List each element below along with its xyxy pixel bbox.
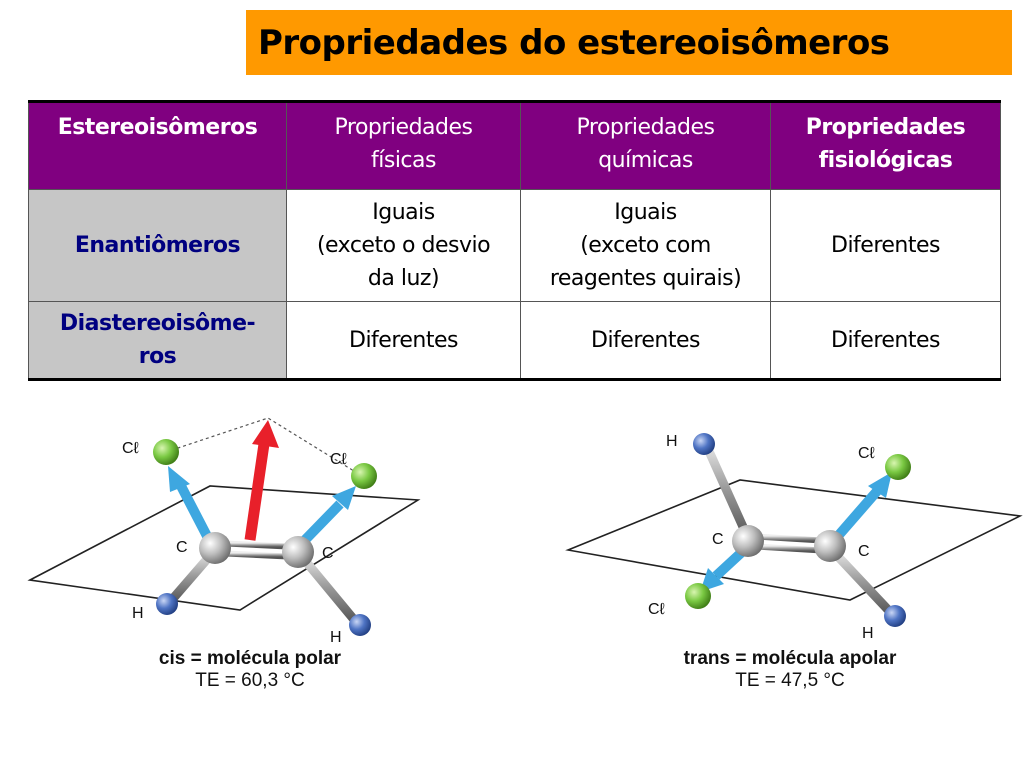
cell-quimicas: Diferentes [520,301,771,380]
cis-molecule-figure: Cℓ Cℓ C C H H [27,417,421,646]
chlorine-atom [351,463,377,489]
page-title: Propriedades do estereoisômeros [258,22,890,63]
carbon-atom [732,525,764,557]
bond-dipole-arrow [168,466,213,541]
header-estereoisomeros: Estereoisômeros [28,101,287,190]
atom-label: H [330,629,342,646]
resultant-dipole-arrow [244,420,279,541]
row-label-enantiomeros: Enantiômeros [28,189,287,302]
chlorine-atom [685,583,711,609]
carbon-atom [814,530,846,562]
trans-boiling-point: TE = 47,5 °C [735,670,845,691]
hydrogen-atom [693,433,715,455]
title-banner: Propriedades do estereoisômeros [246,10,1012,75]
atom-label: H [862,625,874,642]
atom-label: C [712,531,724,548]
atom-label: Cℓ [122,440,139,457]
cell-fisiologicas: Diferentes [770,301,1001,380]
cell-fisicas: Iguais (exceto o desvio da luz) [286,189,521,302]
cis-boiling-point: TE = 60,3 °C [195,670,305,691]
cell-fisiologicas: Diferentes [770,189,1001,302]
atom-label: H [666,433,678,450]
cell-fisicas: Diferentes [286,301,521,380]
cis-caption-title: cis = molécula polar [158,648,342,669]
row-label-diastereoisomeros: Diastereoisôme- ros [28,301,287,380]
trans-caption-title: trans = molécula apolar [683,648,897,669]
bond-dipole-arrow [301,486,356,544]
hydrogen-atom [349,614,371,636]
atom-label: C [176,539,188,556]
dipole-construction-lines [165,417,363,477]
atom-label: Cℓ [648,601,665,618]
table-row: Diastereoisôme- ros Diferentes Diferente… [28,301,1001,380]
cell-quimicas: Iguais (exceto com reagentes quirais) [520,189,771,302]
hydrogen-atom [156,593,178,615]
trans-molecule-figure: H Cℓ C C Cℓ H [565,433,1023,642]
trans-caption: trans = molécula apolar TE = 47,5 °C [650,648,930,692]
atom-label: Cℓ [858,445,875,462]
atom-label: H [132,605,144,622]
atom-label: C [858,543,870,560]
carbon-atom [282,536,314,568]
chlorine-atom [885,454,911,480]
chlorine-atom [153,439,179,465]
carbon-atom [199,532,231,564]
atom-label: Cℓ [330,451,347,468]
atom-label: C [322,545,334,562]
plane [565,479,1023,601]
bond-dipole-arrow [834,472,892,540]
cis-caption: cis = molécula polar TE = 60,3 °C [120,648,380,692]
table-row: Enantiômeros Iguais (exceto o desvio da … [28,189,1001,302]
hydrogen-atom [884,605,906,627]
